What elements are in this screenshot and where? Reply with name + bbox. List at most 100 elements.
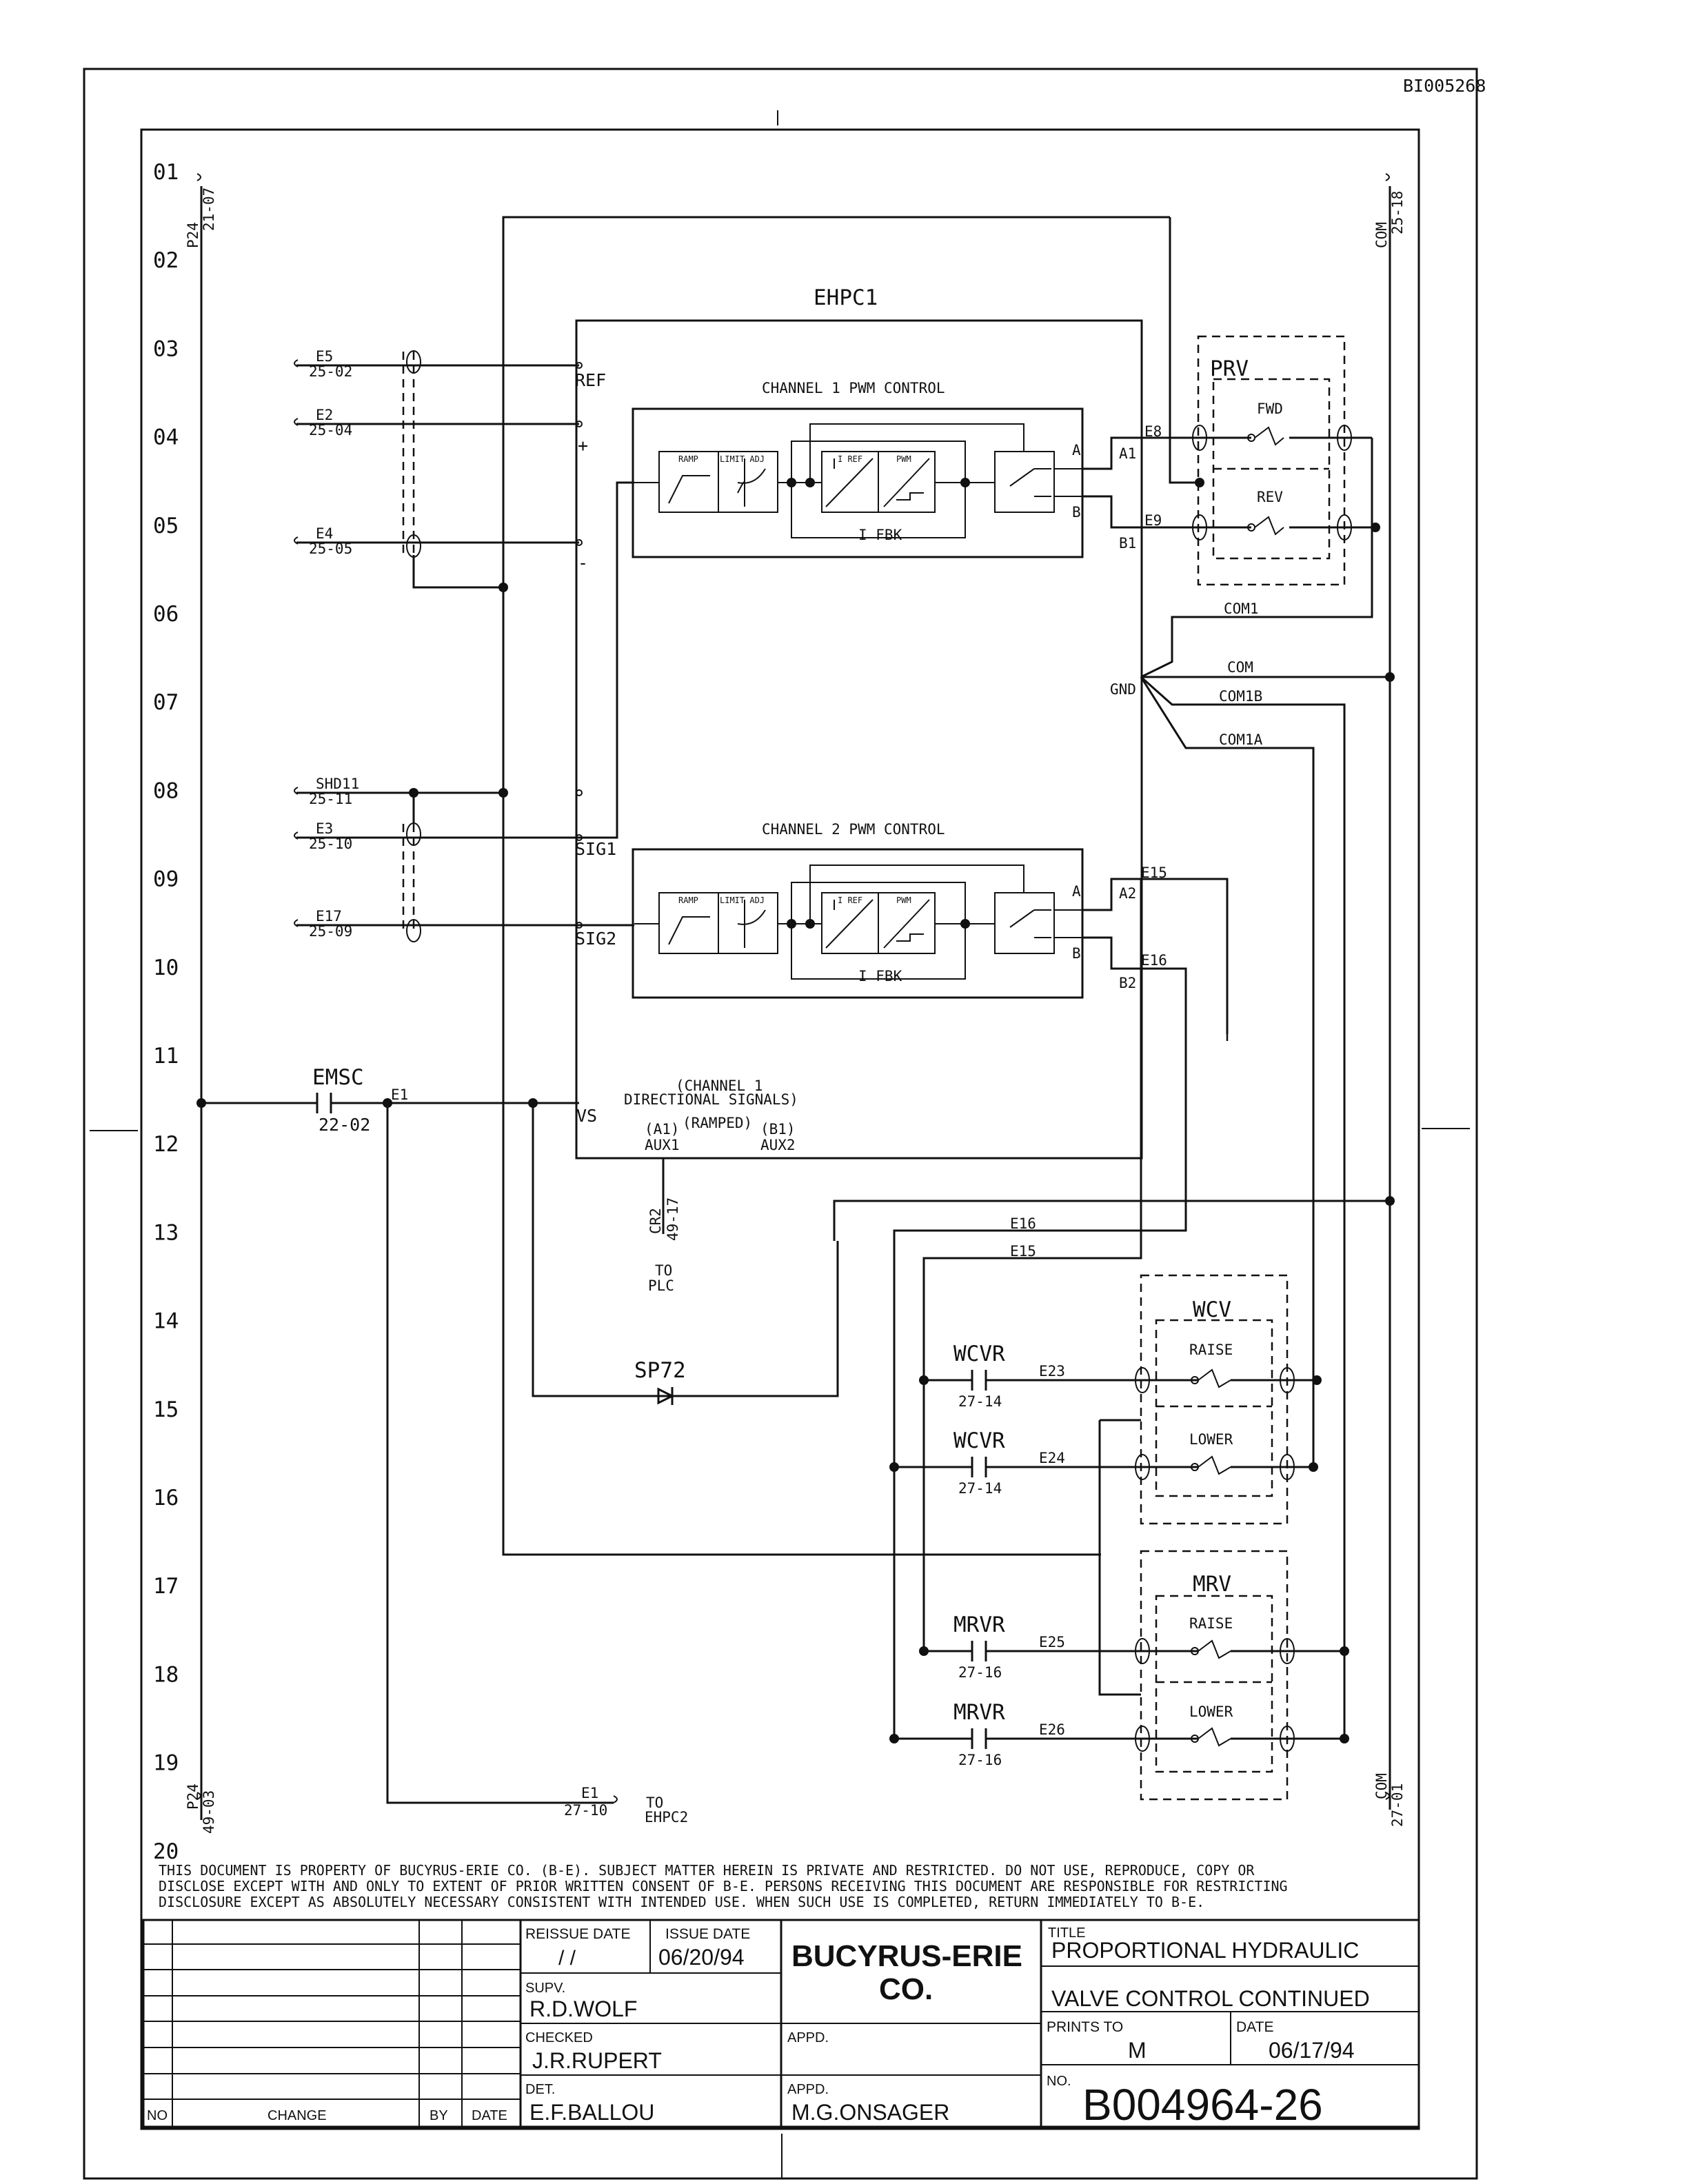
appd2-label: APPD.	[787, 2082, 829, 2097]
row-number: 02	[153, 248, 179, 273]
pin-gnd: GND	[1110, 681, 1136, 698]
row-number: 15	[153, 1397, 179, 1422]
tb-change: CHANGE	[267, 2108, 327, 2123]
ch1-ramp-label: RAMP	[678, 454, 698, 464]
row-number: 18	[153, 1662, 179, 1687]
row-number: 05	[153, 514, 179, 538]
wire-e9: E9	[1144, 512, 1162, 529]
row-number: 14	[153, 1309, 179, 1334]
ch2-ifbk-label: I FBK	[858, 968, 902, 984]
aux1-label: AUX1	[645, 1137, 680, 1153]
pin-sig1: SIG1	[575, 839, 616, 859]
appd2-value: M.G.ONSAGER	[791, 2100, 949, 2125]
input-ref-label: 25-05	[309, 540, 352, 557]
date-label: DATE	[1236, 2019, 1273, 2035]
outer-frame	[83, 68, 1478, 2180]
pin-a1: A1	[1119, 445, 1136, 462]
wire-e15-b: E15	[1010, 1243, 1036, 1260]
pin-b2: B2	[1119, 975, 1136, 991]
pin-a2: A2	[1119, 885, 1136, 902]
ch2-out-a: A	[1072, 883, 1081, 900]
sp72-pressure-switch: SP72	[634, 1241, 839, 1405]
issue-label: ISSUE DATE	[665, 1926, 750, 1942]
aux1-pin: (A1)	[645, 1121, 680, 1138]
aux2-pin: (B1)	[760, 1121, 796, 1138]
dir-signals-2: DIRECTIONAL SIGNALS)	[624, 1091, 798, 1108]
row-number: 08	[153, 778, 179, 803]
input-labels: E525-02E225-04E425-05SHD1125-11E325-10E1…	[294, 348, 583, 940]
com-top-ref: 25-18	[1389, 191, 1406, 234]
prv-fwd: FWD	[1257, 401, 1283, 417]
p24-top-ref: 21-07	[201, 188, 217, 231]
ch2-pwm-label: PWM	[896, 896, 911, 905]
wire-com1b: COM1B	[1219, 688, 1262, 705]
issue-value: 06/20/94	[658, 1945, 745, 1970]
com-top-label: COM	[1373, 222, 1390, 248]
title-block: NO CHANGE BY DATE REISSUE DATE / / ISSUE…	[142, 1919, 1420, 2130]
prv-valve: PRV FWD REV	[1140, 335, 1380, 678]
ch2-limit-adj-label: LIMIT ADJ	[720, 896, 765, 905]
relay-contact-label: WCVR	[953, 1428, 1005, 1453]
mrv-raise: RAISE	[1189, 1615, 1233, 1632]
tb-date: DATE	[472, 2108, 507, 2123]
input-wires	[296, 350, 634, 942]
ehpc1-box	[575, 319, 1143, 1160]
det-label: DET.	[525, 2082, 555, 2097]
notice-line-3: DISCLOSURE EXCEPT AS ABSOLUTELY NECESSAR…	[159, 1894, 1204, 1910]
ch1-limit-adj-label: LIMIT ADJ	[720, 454, 765, 464]
relay-wire-label: E26	[1039, 1721, 1065, 1738]
relay-contact-ref: 27-14	[958, 1480, 1002, 1497]
dir-signals-1: (CHANNEL 1	[676, 1078, 763, 1094]
aux2-label: AUX2	[760, 1137, 796, 1153]
wire-e8: E8	[1144, 423, 1162, 440]
doc-id: BI005268	[1403, 76, 1486, 96]
sp72-label: SP72	[634, 1358, 686, 1383]
e1-out-wire: E1	[581, 1785, 598, 1801]
title-line-2: VALVE CONTROL CONTINUED	[1051, 1986, 1370, 2011]
channel-1-title: CHANNEL 1 PWM CONTROL	[762, 380, 945, 396]
date-value: 06/17/94	[1269, 2038, 1355, 2063]
pin-minus: -	[578, 553, 588, 573]
row-number: 20	[153, 1839, 179, 1864]
drawing-number: B004964-26	[1082, 2080, 1323, 2130]
pin-vs: VS	[576, 1106, 597, 1126]
row-number: 19	[153, 1751, 179, 1776]
row-number: 09	[153, 867, 179, 892]
input-wire-label: E17	[316, 908, 342, 924]
wire-e15: E15	[1141, 865, 1167, 881]
inner-frame	[140, 128, 1420, 2130]
notice-line-1: THIS DOCUMENT IS PROPERTY OF BUCYRUS-ERI…	[159, 1862, 1255, 1879]
relay-wire-label: E25	[1039, 1634, 1065, 1650]
ch1-pwm-label: PWM	[896, 454, 911, 464]
ch2-iref-label: I REF	[838, 896, 862, 905]
relay-rungs: WCVR27-14E23WCVR27-14E24MRVR27-16E25MRVR…	[889, 1258, 1349, 1768]
input-ref-label: 25-09	[309, 923, 352, 940]
wcv-valve: WCV RAISE LOWER	[1140, 1274, 1289, 1525]
row-number: 07	[153, 690, 179, 715]
row-number: 13	[153, 1220, 179, 1245]
input-wire-label: E3	[316, 820, 333, 837]
pin-b1: B1	[1119, 535, 1136, 552]
supv-label: SUPV.	[525, 1981, 565, 1996]
wcv-title: WCV	[1193, 1297, 1231, 1322]
relay-contact-ref: 27-16	[958, 1664, 1002, 1681]
pin-ref: REF	[575, 370, 606, 390]
wcv-raise: RAISE	[1189, 1342, 1233, 1358]
relay-contact-label: MRVR	[953, 1612, 1005, 1637]
no-label: NO.	[1047, 2074, 1071, 2089]
row-number: 16	[153, 1486, 179, 1510]
reissue-label: REISSUE DATE	[525, 1926, 630, 1942]
prints-value: M	[1128, 2038, 1147, 2063]
com-bottom-ref: 27-01	[1389, 1783, 1406, 1827]
pin-plus: +	[578, 436, 588, 456]
ch2-out-b: B	[1072, 945, 1081, 962]
wire-com: COM	[1227, 659, 1253, 676]
cr2-ref: 49-17	[665, 1197, 681, 1241]
wire-com1: COM1	[1224, 600, 1259, 617]
wire-e16: E16	[1141, 952, 1167, 969]
row-number: 04	[153, 425, 179, 450]
relay-wire-label: E23	[1039, 1363, 1065, 1379]
row-number: 06	[153, 602, 179, 627]
